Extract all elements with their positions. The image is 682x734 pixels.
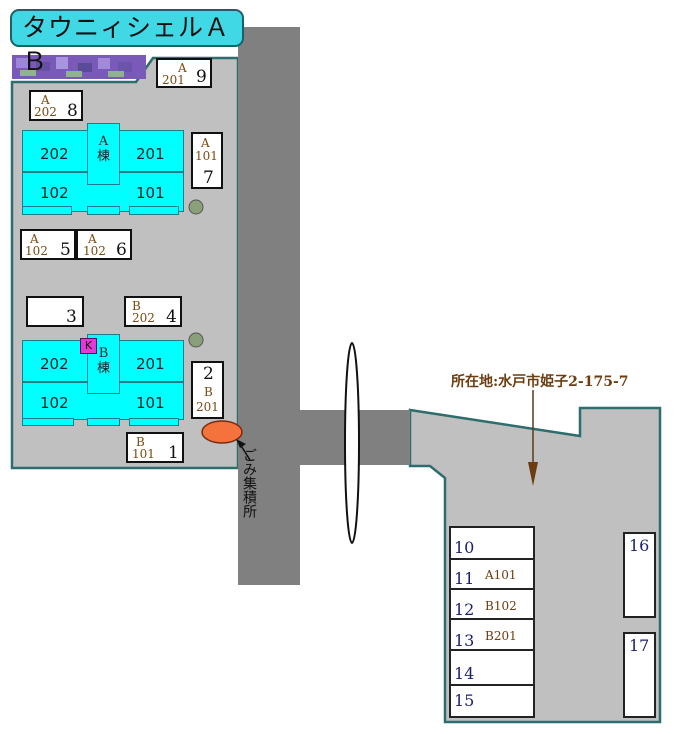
building-b-step-left [22,418,74,426]
building-a-wing-label: A 棟 [87,134,120,164]
room-b-102: 102 [40,394,69,412]
parking-space-16: 16 [623,532,656,618]
space-17-number: 17 [629,636,650,655]
lot-8-room: 202 [34,105,57,119]
building-a-wing-kanji: 棟 [96,149,110,164]
building-a-wing-letter: A [98,134,109,149]
shrub-icon [188,199,204,215]
room-a-102: 102 [40,184,69,202]
parking-lot-1: B 101 1 [126,432,184,463]
garbage-area [201,420,243,444]
lot-8-number: 8 [67,101,78,121]
lot-7-number: 7 [203,168,214,188]
building-b-step-mid [87,418,120,426]
parking-space-15: 15 [449,684,535,718]
lot-2-wing: B [204,385,213,399]
shrub-icon [188,332,204,348]
road-vertical [238,27,300,585]
space-15-number: 15 [454,691,475,710]
room-a-202: 202 [40,145,69,163]
lot-4-wing: B [132,299,141,313]
garbage-arrow-head [236,439,246,448]
parking-space-14: 14 [449,649,535,686]
lot-9-room: 201 [162,73,185,87]
room-b-201: 201 [136,355,165,373]
lot-4-number: 4 [166,307,177,327]
lot-5-number: 5 [60,240,71,260]
building-b-step-right [129,418,179,426]
garbage-label: ごみ集積所 [241,448,257,518]
parking-lot-4: B 202 4 [124,296,182,327]
lot-6-wing: A [88,232,97,246]
space-10-number: 10 [454,538,475,557]
lot-9-number: 9 [196,67,207,87]
bridge-ellipse [344,342,360,544]
space-11-number: 11 [454,569,475,588]
lot-8-wing: A [41,93,50,107]
lot-1-number: 1 [168,443,179,463]
lot-2-number: 2 [203,364,214,384]
address-arrow-head [528,462,538,486]
parking-lot-9: A 201 9 [156,58,212,88]
parking-space-12: 12 B102 [449,588,535,620]
building-b-wing-label: B 棟 [87,346,120,376]
space-12-unit: B102 [485,599,517,613]
room-a-201: 201 [136,145,165,163]
space-13-unit: B201 [485,629,517,643]
lot-7-room: 101 [195,149,218,163]
lot-1-room: 101 [132,447,155,461]
building-a-step-right [129,206,179,215]
room-b-101: 101 [136,394,165,412]
property-title: タウニィシェルＡＢ [10,9,244,76]
parking-lot-7: A 101 7 [191,132,223,189]
room-a-101: 101 [136,184,165,202]
lot-7-wing: A [201,136,210,150]
space-13-number: 13 [454,631,475,650]
lot-6-room: 102 [83,244,106,258]
parking-lot-3: 3 [26,296,84,327]
space-16-number: 16 [629,536,650,555]
building-a-core [87,123,120,185]
space-12-number: 12 [454,600,475,619]
parking-space-17: 17 [623,632,656,718]
lot-1-wing: B [136,435,145,449]
building-b-wing-letter: B [98,346,109,361]
parking-lot-2: 2 B 201 [191,361,224,419]
lot-2-room: 201 [196,400,219,414]
lot-5-wing: A [30,232,39,246]
building-b-wing-kanji: 棟 [96,361,110,376]
parking-space-11: 11 A101 [449,558,535,590]
parking-lot-8: A 202 8 [29,90,83,121]
hedge [12,55,146,79]
parking-lot-6: A 102 6 [76,229,132,260]
parking-lot-5: A 102 5 [20,229,76,260]
room-b-202: 202 [40,355,69,373]
lot-9-wing: A [178,61,187,75]
building-a-step-far-left [22,206,72,215]
lot-4-room: 202 [132,311,155,325]
building-b-k-marker: K [80,338,97,354]
parking-space-13: 13 B201 [449,618,535,651]
space-14-number: 14 [454,664,475,683]
parking-space-10: 10 [449,526,535,560]
building-a-step-left [87,206,120,215]
lot-6-number: 6 [116,240,127,260]
space-11-unit: A101 [485,568,517,582]
lot-3-number: 3 [66,307,77,327]
address-label: 所在地:水戸市姫子2-175-7 [451,374,629,390]
lot-5-room: 102 [25,244,48,258]
